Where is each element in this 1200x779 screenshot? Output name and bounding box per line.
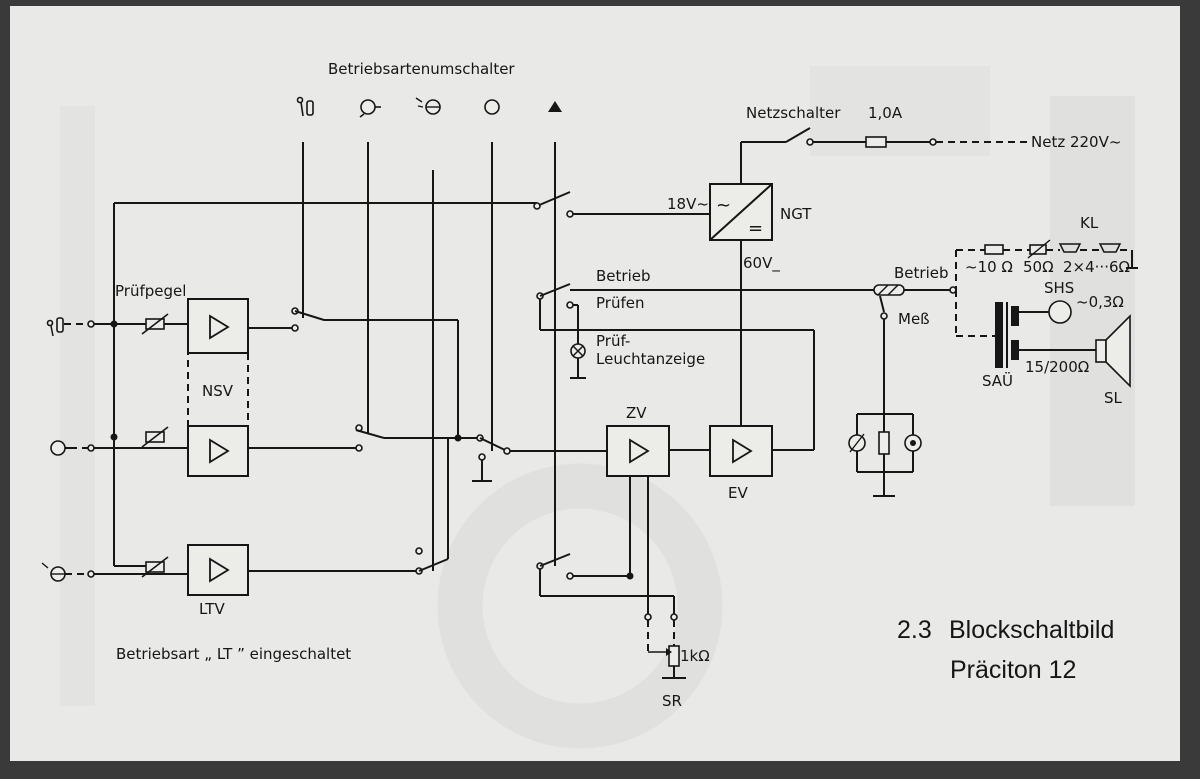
light-sensor-icon [415,97,441,115]
coil-switch [248,424,480,452]
indicator-lamp [570,343,586,379]
sr-control [536,476,686,679]
light-switch [248,438,449,575]
pot-mic [141,313,169,335]
label-ltv: LTV [199,600,225,618]
triangle-icon [548,101,562,112]
label-zv: ZV [626,404,647,422]
mains-circuit [740,127,1030,184]
block-diagram: Betriebsartenumschalter [41,60,1138,749]
fuse-symbol [865,136,887,148]
label-sr: SR [662,692,682,710]
zv-input-switch [472,434,607,482]
label-r10: ~10 Ω [965,258,1013,276]
label-kl: KL [1080,214,1099,232]
label-pruef: Prüf- [596,332,630,350]
label-sau: SAÜ [982,371,1013,390]
label-18v: 18V~ [667,195,709,213]
off-circle-icon [484,99,500,115]
label-betrieb-right: Betrieb [894,264,949,282]
schematic-page: Betriebsartenumschalter [10,6,1180,761]
label-sau-ohm: 15/200Ω [1025,358,1089,376]
mode-switch-icons [296,96,562,118]
label-netzschalter: Netzschalter [746,104,841,122]
label-pruefpegel: Prüfpegel [115,282,186,300]
caption-number: 2.3 [897,616,932,644]
label-sl: SL [1104,389,1123,407]
label-shs: SHS [1044,279,1074,297]
mic-input [46,317,188,337]
label-pot: 1kΩ [680,647,710,665]
loudspeaker-icon [1095,314,1131,388]
pot-coil [141,426,169,448]
telephone-coil-icon [359,99,381,118]
sau-transformer [995,302,1096,368]
amp-zv [606,425,670,477]
light-input [41,562,188,582]
coil-input [50,433,188,456]
background-watermark [60,66,1135,749]
footer-note: Betriebsart „ LT ” eingeschaltet [116,645,351,663]
label-netz: Netz 220V~ [1031,133,1121,151]
label-leuchtanzeige: Leuchtanzeige [596,350,705,368]
caption-subtitle: Präciton 12 [950,656,1076,684]
ngt-ac-symbol: ~ [716,195,731,216]
label-r50: 50Ω [1023,258,1054,276]
label-60v: 60V_ [743,254,780,273]
ngt-block: ~ = [709,183,773,241]
ngt-dc-symbol: = [748,218,763,239]
label-ev: EV [728,484,748,502]
amp-mic [187,298,249,354]
label-betrieb-left: Betrieb [596,267,651,285]
amp-coil [187,425,249,477]
mode-switch-rods [302,142,556,571]
mode-switch-title: Betriebsartenumschalter [328,60,515,78]
label-mess: Meß [898,310,930,328]
amp-ltv [187,544,249,596]
label-shs-ohm: ~0,3Ω [1076,293,1124,311]
output-loads [955,239,1138,337]
power-18v-line [113,191,710,566]
microphone-icon [296,96,314,117]
shs-headphone [1048,300,1072,324]
label-pruefen: Prüfen [596,294,644,312]
betrieb-pruefen-switch [536,283,880,451]
mic-switch [248,307,459,438]
amp-ev [709,425,773,477]
label-ngt: NGT [780,205,812,223]
output-switch [873,284,957,414]
caption-title: Blockschaltbild [949,616,1114,644]
label-fuse: 1,0A [868,104,903,122]
label-nsv: NSV [202,382,234,400]
label-spk: 2×4···6Ω [1063,258,1130,276]
measurement-load [848,413,922,497]
